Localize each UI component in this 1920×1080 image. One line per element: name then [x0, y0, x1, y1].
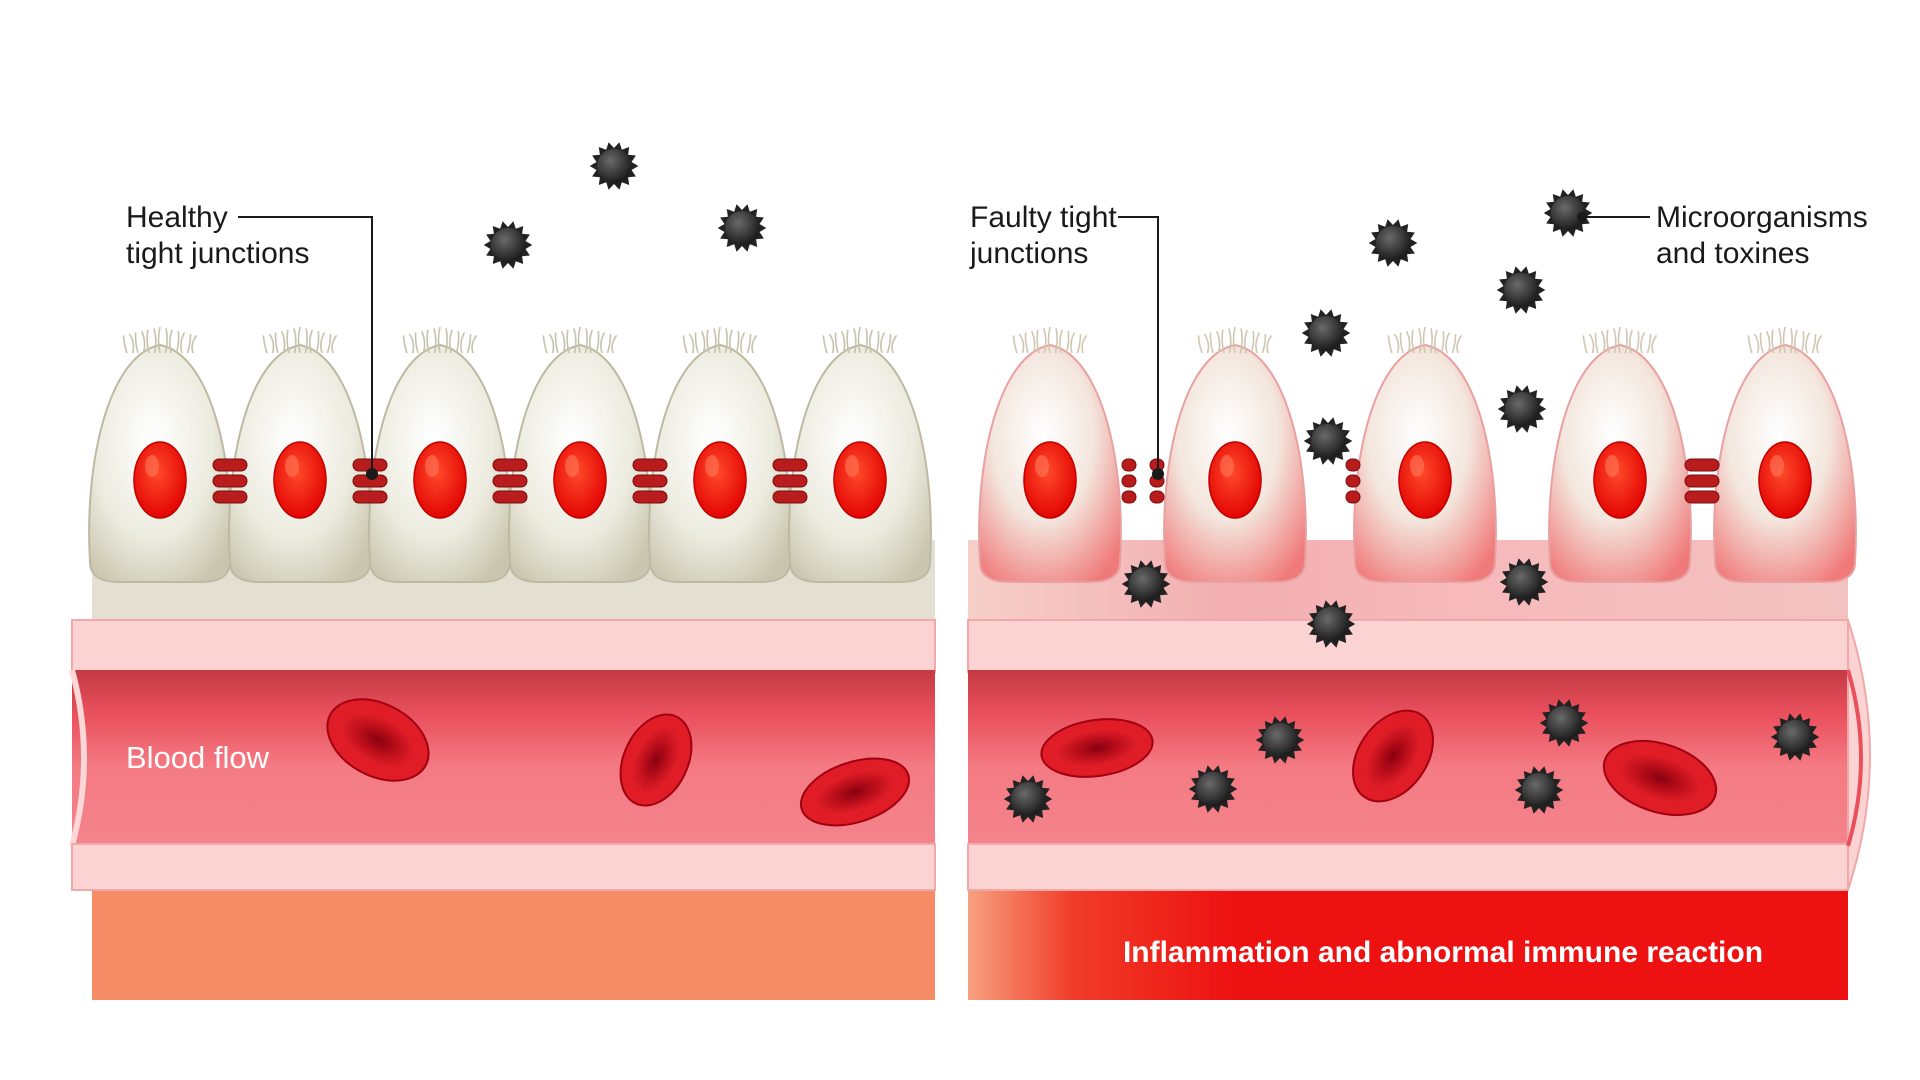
cell-nucleus	[413, 441, 467, 519]
cell-nucleus	[1758, 441, 1812, 519]
microvilli	[402, 326, 478, 354]
faulty-callout-line	[1118, 216, 1159, 474]
epithelial-cell	[978, 326, 1122, 583]
leaky-panel	[967, 189, 1871, 1000]
red-blood-cell	[326, 698, 430, 782]
inflammation-label: Inflammation and abnormal immune reactio…	[1123, 936, 1763, 969]
faulty-label-line2: junctions	[969, 237, 1088, 270]
healthy-microorganisms	[483, 142, 767, 269]
microvilli	[1747, 326, 1823, 354]
epithelial-cell	[1163, 326, 1307, 583]
microorganism-icon	[483, 221, 533, 269]
micro-callout-dot	[1577, 212, 1587, 222]
tight-junction	[212, 458, 248, 504]
microorganism-icon	[1770, 713, 1820, 761]
tight-junction	[1684, 458, 1720, 504]
micro-label-line2: and toxines	[1656, 237, 1809, 270]
cell-nucleus	[273, 441, 327, 519]
microorganism-icon	[1121, 560, 1171, 608]
microorganism-icon	[589, 142, 639, 190]
healthy-callout-line	[238, 216, 373, 474]
microvilli	[1387, 326, 1463, 354]
cell-nucleus	[833, 441, 887, 519]
epithelial-cell	[368, 326, 512, 583]
cell-nucleus	[693, 441, 747, 519]
tight-junction	[352, 458, 388, 504]
epithelial-cell	[508, 326, 652, 583]
microorganism-icon	[1306, 600, 1356, 648]
epithelial-cell	[788, 326, 932, 583]
leaky-epithelial-cells	[978, 326, 1857, 583]
microorganism-icon	[1255, 716, 1305, 764]
faulty-label-line1: Faulty tight	[970, 201, 1117, 234]
microvilli	[542, 326, 618, 354]
callout-lines	[238, 216, 1650, 474]
microvilli	[1582, 326, 1658, 354]
red-blood-cell	[619, 713, 693, 807]
microorganism-icon	[1543, 189, 1593, 237]
epithelial-cell	[1713, 326, 1857, 583]
tight-junction	[492, 458, 528, 504]
microorganism-icon	[717, 204, 767, 252]
red-blood-cell	[1602, 740, 1718, 816]
faulty-tight-junctions	[1121, 458, 1720, 504]
cell-nucleus	[133, 441, 187, 519]
microorganism-icon	[1499, 558, 1549, 606]
faulty-callout-dot	[1152, 468, 1164, 480]
microorganism-icon	[1368, 219, 1418, 267]
microorganism-icon	[1188, 765, 1238, 813]
cell-nucleus	[1593, 441, 1647, 519]
epithelial-cell	[1353, 326, 1497, 583]
microorganism-icon	[1003, 775, 1053, 823]
cell-nucleus	[1398, 441, 1452, 519]
microvilli	[1012, 326, 1088, 354]
inflamed-tissue	[968, 885, 1848, 1000]
red-blood-cell	[1040, 718, 1154, 778]
leaky-microorganisms	[1003, 189, 1820, 823]
leaky-red-blood-cells	[1040, 709, 1718, 816]
epithelial-cell	[648, 326, 792, 583]
cell-nucleus	[1208, 441, 1262, 519]
epithelial-cell	[88, 326, 232, 583]
microvilli	[682, 326, 758, 354]
red-blood-cell	[1352, 709, 1434, 803]
microvilli	[122, 326, 198, 354]
microorganism-icon	[1497, 385, 1547, 433]
healthy-epithelial-cells	[88, 326, 932, 583]
micro-label-line1: Microorganisms	[1656, 201, 1868, 234]
microorganism-icon	[1539, 699, 1589, 747]
healthy-red-blood-cells	[326, 698, 911, 827]
healthy-label-line1: Healthy	[126, 201, 228, 234]
healthy-label-line2: tight junctions	[126, 237, 309, 270]
cell-nucleus	[553, 441, 607, 519]
epithelial-cell	[228, 326, 372, 583]
tight-junction	[632, 458, 668, 504]
microorganism-icon	[1514, 766, 1564, 814]
microorganism-icon	[1303, 417, 1353, 465]
healthy-tissue	[92, 885, 935, 1000]
healthy-tight-junctions	[212, 458, 808, 504]
blood-flow-label: Blood flow	[126, 740, 270, 775]
epithelial-cell	[1548, 326, 1692, 583]
microvilli	[1197, 326, 1273, 354]
healthy-callout-dot	[366, 468, 378, 480]
tight-junction	[772, 458, 808, 504]
broken-tight-junction	[1121, 458, 1137, 504]
microorganism-icon	[1496, 266, 1546, 314]
broken-tight-junction	[1345, 458, 1361, 504]
red-blood-cell	[799, 757, 911, 827]
microvilli	[822, 326, 898, 354]
healthy-panel	[69, 142, 936, 1000]
healthy-blood-vessel	[69, 619, 936, 891]
microvilli	[262, 326, 338, 354]
cell-nucleus	[1023, 441, 1077, 519]
microorganism-icon	[1301, 309, 1351, 357]
